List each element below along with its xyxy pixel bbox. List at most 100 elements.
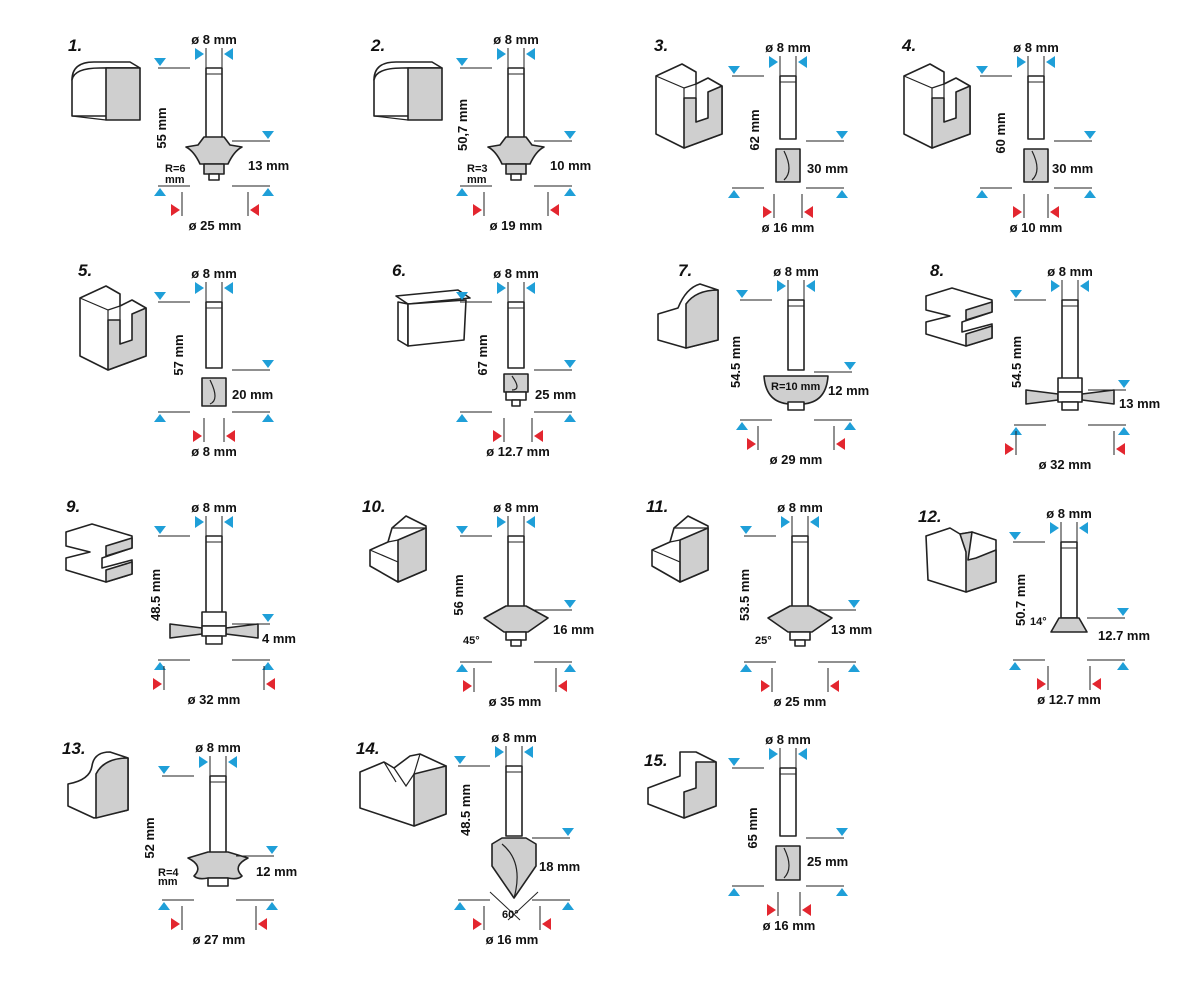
height-arrow-bottom (728, 190, 740, 198)
cut-arrow-top (848, 600, 860, 608)
cutter-head (503, 373, 529, 407)
overall-length-label: 52 mm (142, 817, 157, 858)
cutting-diameter-label: ø 32 mm (188, 692, 241, 707)
bit-number: 4. (901, 36, 916, 55)
height-arrow-top (158, 766, 170, 774)
shank-diameter-label: ø 8 mm (777, 500, 823, 515)
height-arrow-bottom (740, 664, 752, 672)
bit-number: 12. (918, 507, 942, 526)
shank-arrow-left (1050, 522, 1059, 534)
cutting-diameter-label: ø 25 mm (189, 218, 242, 233)
profile-annotation: mm (158, 876, 178, 888)
diameter-arrow-right (250, 204, 259, 216)
height-arrow-top (736, 290, 748, 298)
cutting-diameter-label: ø 16 mm (763, 918, 816, 933)
cut-arrow-bottom (562, 902, 574, 910)
shank-diameter-label: ø 8 mm (765, 732, 811, 747)
diameter-arrow-left (463, 680, 472, 692)
cutting-diameter-label: ø 12.7 mm (486, 444, 550, 459)
shank-arrow-right (806, 280, 815, 292)
cutting-length-label: 13 mm (248, 158, 289, 173)
cut-arrow-bottom (836, 888, 848, 896)
height-arrow-top (456, 526, 468, 534)
diameter-arrow-left (767, 904, 776, 916)
shank-diameter-label: ø 8 mm (191, 266, 237, 281)
shank (205, 535, 223, 623)
shank-arrow-right (526, 48, 535, 60)
shank (507, 67, 525, 140)
overall-length-label: 54.5 mm (1009, 336, 1024, 388)
shank-diameter-label: ø 8 mm (493, 266, 539, 281)
shank-arrow-right (1046, 56, 1055, 68)
cutter-head (767, 605, 833, 647)
shank-arrow-right (224, 516, 233, 528)
cutter-head (169, 611, 259, 645)
profile-annotation: 45° (463, 635, 480, 647)
shank (209, 775, 227, 855)
height-arrow-bottom (456, 414, 468, 422)
cutting-length-label: 12 mm (828, 383, 869, 398)
height-arrow-bottom (456, 664, 468, 672)
cutting-diameter-label: ø 25 mm (774, 694, 827, 709)
shank-diameter-label: ø 8 mm (1013, 40, 1059, 55)
profile-slot-icon (79, 285, 147, 371)
bit-number: 9. (66, 497, 80, 516)
shank (1027, 75, 1045, 140)
shank-diameter-label: ø 8 mm (1046, 506, 1092, 521)
profile-vgroove-icon (359, 753, 447, 827)
cutter-head (489, 837, 539, 921)
height-arrow-bottom (154, 414, 166, 422)
profile-chamfer-icon (651, 515, 709, 583)
bit-number: 6. (392, 261, 406, 280)
shank-arrow-right (798, 56, 807, 68)
shank-arrow-right (526, 516, 535, 528)
height-arrow-top (454, 756, 466, 764)
profile-slot-icon (903, 63, 971, 149)
diameter-arrow-left (493, 430, 502, 442)
profile-annotation: mm (467, 174, 487, 186)
shank-arrow-right (1079, 522, 1088, 534)
diameter-arrow-left (193, 430, 202, 442)
diameter-arrow-right (1116, 443, 1125, 455)
bit-number: 13. (62, 739, 86, 758)
height-arrow-top (740, 526, 752, 534)
profile-annotation: 25° (755, 635, 772, 647)
cutting-diameter-label: ø 16 mm (762, 220, 815, 235)
shank (507, 535, 525, 609)
cut-arrow-bottom (564, 188, 576, 196)
cutting-diameter-label: ø 35 mm (489, 694, 542, 709)
cutter-head (487, 136, 545, 181)
height-arrow-bottom (154, 662, 166, 670)
shank-arrow-left (199, 756, 208, 768)
height-arrow-top (154, 58, 166, 66)
cut-arrow-bottom (266, 902, 278, 910)
overall-length-label: 50.7 mm (1013, 574, 1028, 626)
cut-arrow-bottom (564, 414, 576, 422)
cut-arrow-bottom (262, 414, 274, 422)
profile-annotation: R=10 mm (771, 381, 820, 393)
diameter-arrow-right (836, 438, 845, 450)
height-arrow-bottom (728, 888, 740, 896)
bit-number: 5. (78, 261, 92, 280)
shank (505, 765, 523, 837)
overall-length-label: 62 mm (747, 109, 762, 150)
shank (507, 301, 525, 369)
profile-annotation: 60° (502, 909, 519, 921)
shank-diameter-label: ø 8 mm (493, 500, 539, 515)
cut-arrow-top (262, 614, 274, 622)
overall-length-label: 55 mm (154, 107, 169, 148)
cut-arrow-top (836, 131, 848, 139)
cutting-diameter-label: ø 12.7 mm (1037, 692, 1101, 707)
shank-diameter-label: ø 8 mm (191, 500, 237, 515)
profile-annotation: R=4 (158, 867, 179, 879)
diameter-arrow-left (1005, 443, 1014, 455)
profile-round-icon (71, 61, 141, 121)
cutting-diameter-label: ø 8 mm (191, 444, 237, 459)
shank (779, 767, 797, 837)
cut-arrow-bottom (262, 188, 274, 196)
shank-arrow-right (228, 756, 237, 768)
